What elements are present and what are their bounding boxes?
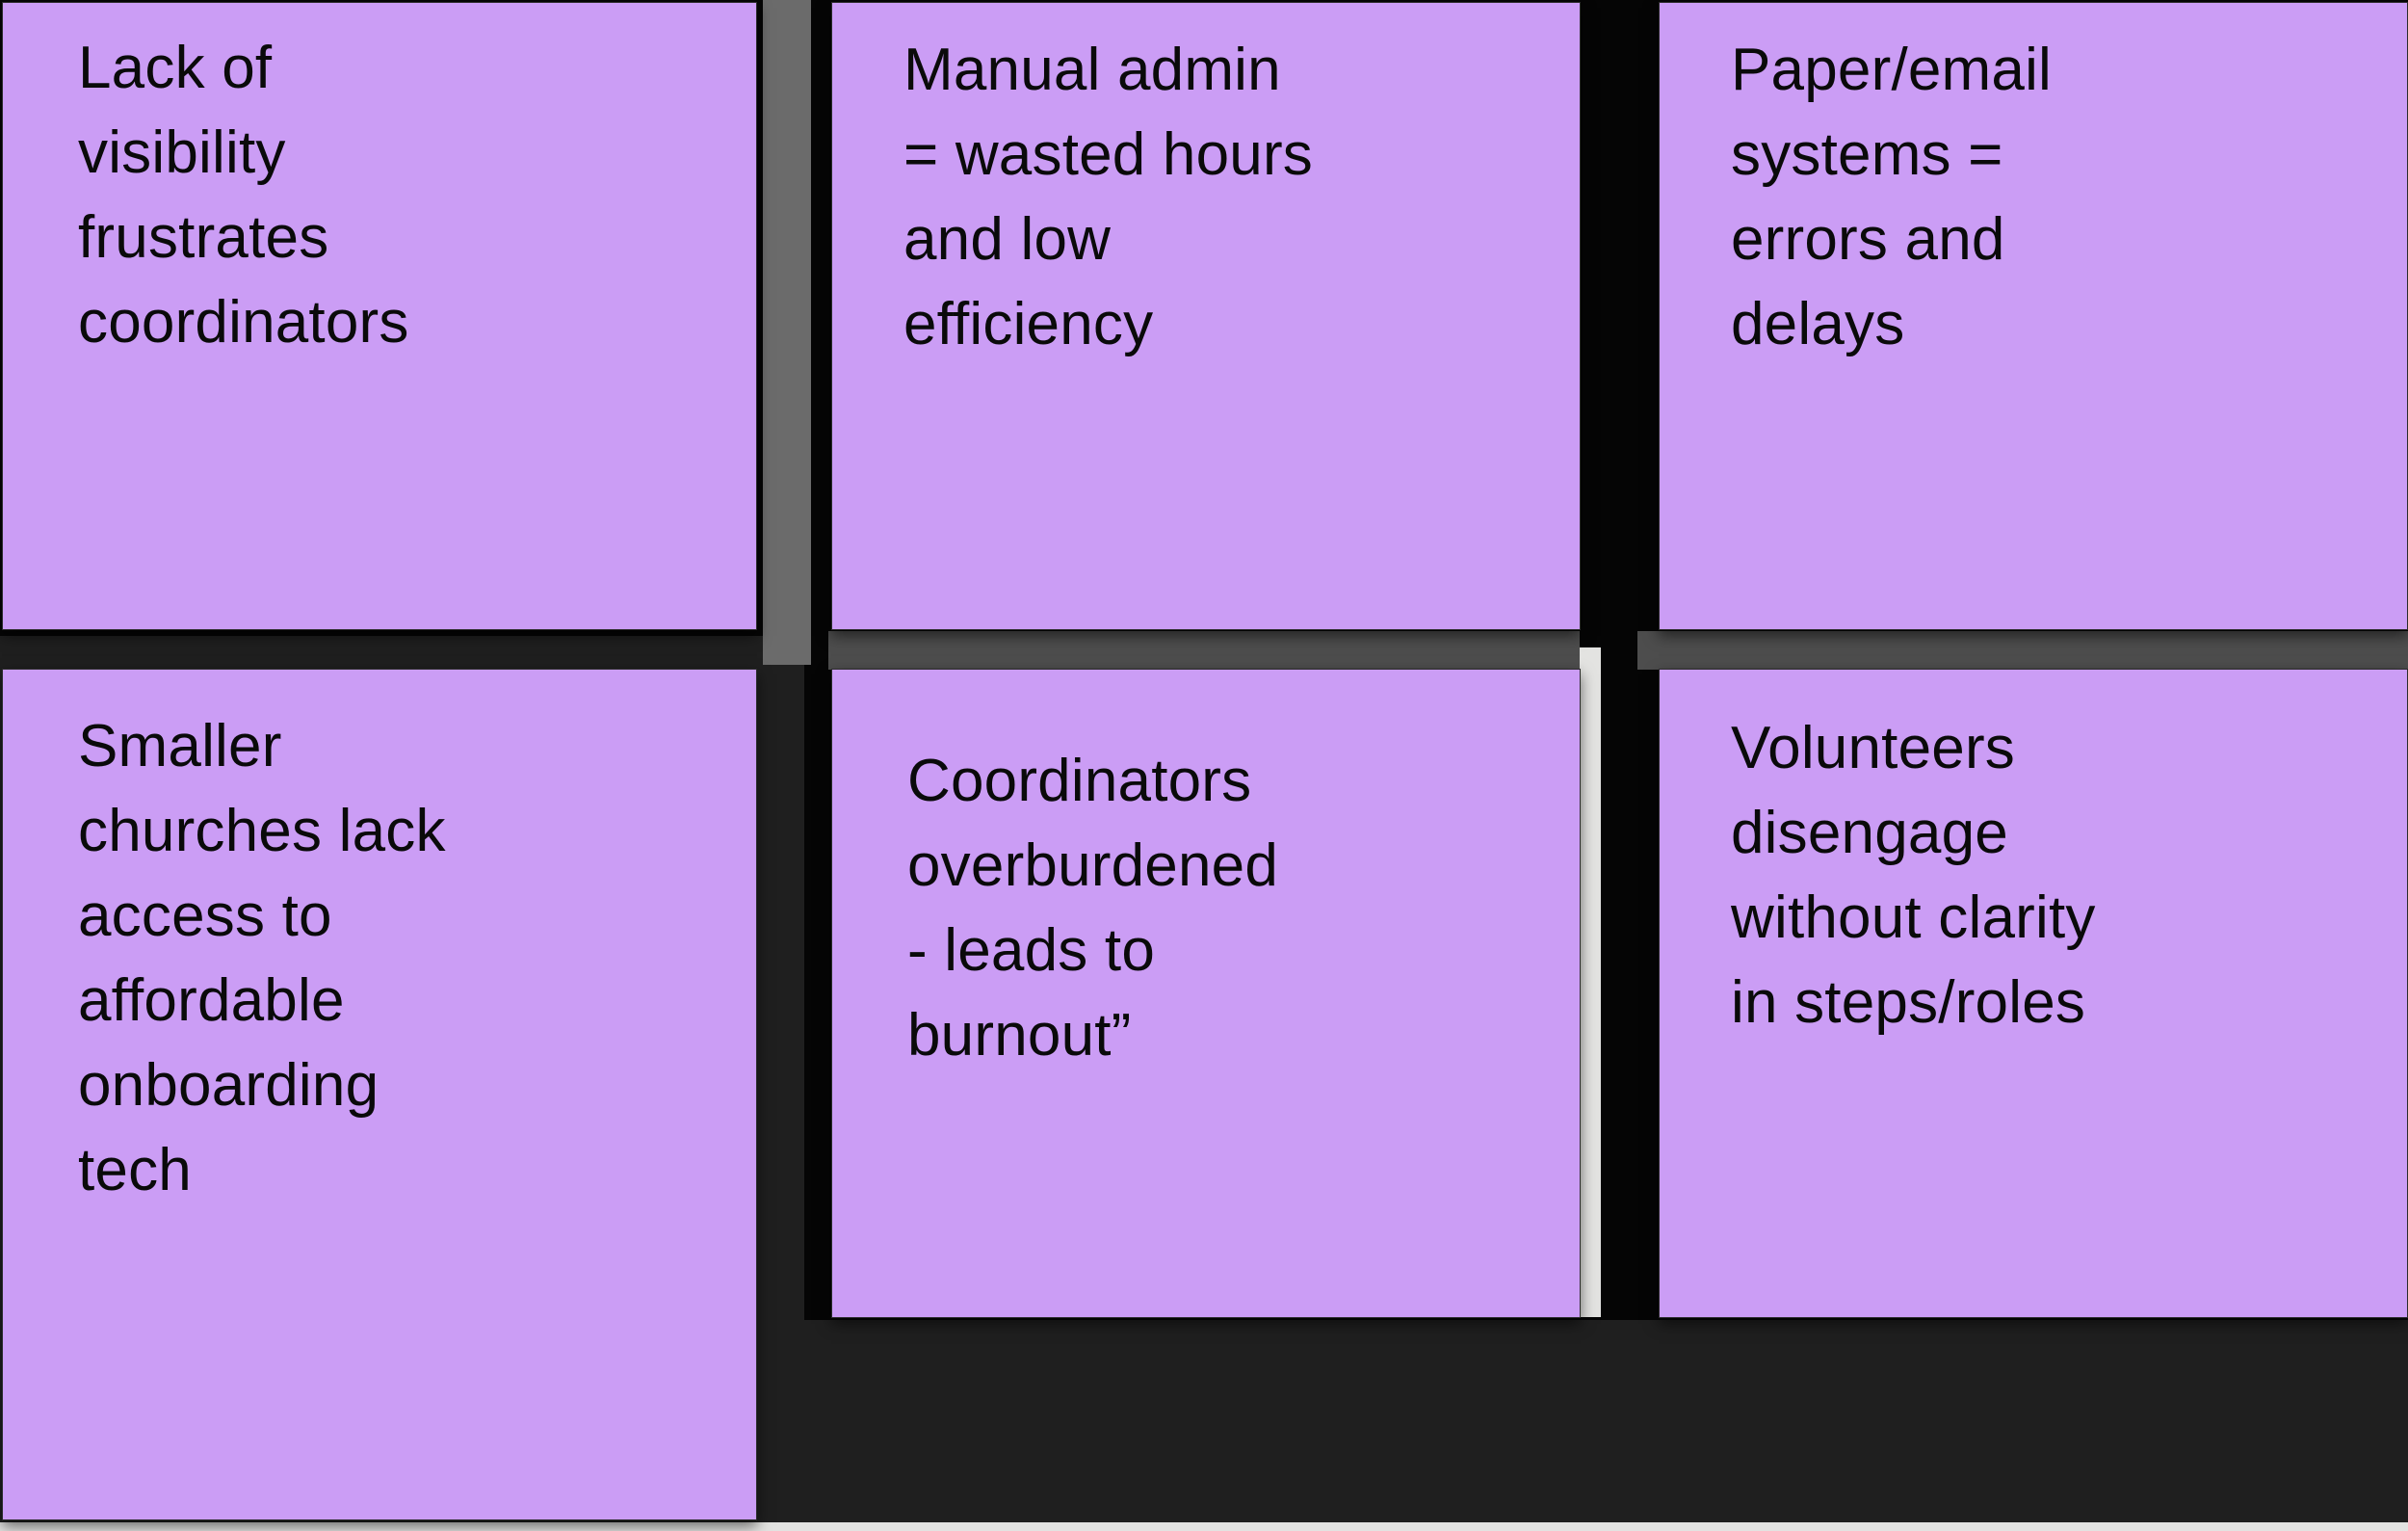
- panel-resize-handle[interactable]: [1580, 647, 1601, 1317]
- sticky-note-text: Lack of visibility frustrates coordinato…: [78, 35, 409, 356]
- sticky-note-text: Coordinators overburdened - leads to bur…: [907, 748, 1279, 1069]
- sticky-note-manual-admin[interactable]: Manual admin = wasted hours and low effi…: [831, 2, 1581, 630]
- sticky-note-lack-of-visibility[interactable]: Lack of visibility frustrates coordinato…: [2, 2, 757, 630]
- panel-edge-highlight-bottom: [0, 1522, 2408, 1531]
- sticky-note-volunteers-disengage[interactable]: Volunteers disengage without clarity in …: [1659, 669, 2408, 1318]
- sticky-note-smaller-churches[interactable]: Smaller churches lack access to affordab…: [2, 669, 757, 1520]
- sticky-note-text: Volunteers disengage without clarity in …: [1731, 715, 2096, 1036]
- sticky-note-text: Smaller churches lack access to affordab…: [78, 713, 446, 1203]
- gutter-strip-right-row: [1637, 631, 2408, 670]
- sticky-note-text: Paper/email systems = errors and delays: [1731, 37, 2053, 357]
- sticky-note-coordinators-overburdened[interactable]: Coordinators overburdened - leads to bur…: [831, 669, 1581, 1318]
- sticky-note-text: Manual admin = wasted hours and low effi…: [903, 37, 1313, 357]
- sticky-note-paper-email-systems[interactable]: Paper/email systems = errors and delays: [1659, 2, 2408, 630]
- gutter-strip-middle-row: [828, 631, 1580, 670]
- gutter-strip-upper: [763, 0, 811, 665]
